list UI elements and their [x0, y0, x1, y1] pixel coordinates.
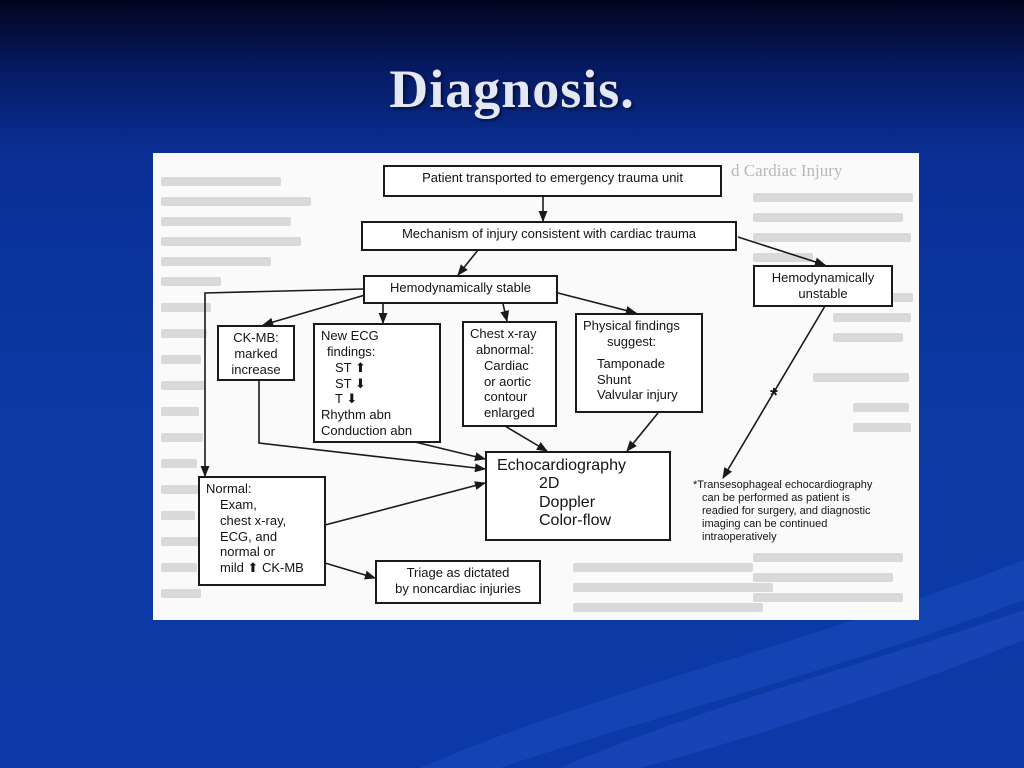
- node-normal-findings: Normal: Exam, chest x-ray, ECG, and norm…: [198, 476, 326, 586]
- node-physical-findings: Physical findings suggest: Tamponade Shu…: [575, 313, 703, 413]
- node-new-ecg-findings: New ECG findings: ST ⬆ ST ⬇ T ⬇ Rhythm a…: [313, 323, 441, 443]
- arrow-normal-to-echo: [324, 481, 487, 526]
- footnote-transesophageal: *Transesophageal echocardiography can be…: [693, 479, 873, 543]
- arrow-ckmb-to-echo: [258, 379, 487, 473]
- arrow-ecg-to-echo: [414, 441, 487, 461]
- node-echocardiography: Echocardiography 2D Doppler Color-flow: [485, 451, 671, 541]
- arrow-mechanism-to-stable: [457, 249, 479, 276]
- node-ck-mb: CK-MB: marked increase: [217, 325, 295, 381]
- arrow-physical-to-echo: [626, 412, 659, 452]
- arrow-unstable-to-note: [722, 305, 826, 479]
- node-hemodynamically-stable: Hemodynamically stable: [363, 275, 558, 304]
- arrow-mechanism-to-unstable: [737, 236, 827, 267]
- footnote-marker: *: [770, 385, 778, 407]
- node-mechanism-of-injury: Mechanism of injury consistent with card…: [361, 221, 737, 251]
- arrow-stable-to-chest: [500, 303, 510, 323]
- node-chest-x-ray: Chest x-ray abnormal: Cardiac or aortic …: [462, 321, 557, 427]
- flow-arrows: [200, 197, 827, 580]
- node-hemodynamically-unstable: Hemodynamically unstable: [753, 265, 893, 307]
- arrow-chest-to-echo: [504, 425, 548, 452]
- background-heading: d Cardiac Injury: [731, 161, 843, 180]
- background-page-text: d Cardiac Injury: [153, 153, 919, 620]
- arrow-normal-to-triage: [324, 562, 377, 580]
- slide-title: Diagnosis.: [389, 59, 635, 119]
- flowchart-figure: d Cardiac Injury: [153, 153, 919, 620]
- arrow-stable-to-normal: [200, 288, 364, 478]
- node-patient-transported: Patient transported to emergency trauma …: [383, 165, 722, 197]
- arrow-stable-to-ckmb: [261, 294, 366, 327]
- arrow-stable-to-physical: [557, 292, 638, 315]
- node-triage: Triage as dictated by noncardiac injurie…: [375, 560, 541, 604]
